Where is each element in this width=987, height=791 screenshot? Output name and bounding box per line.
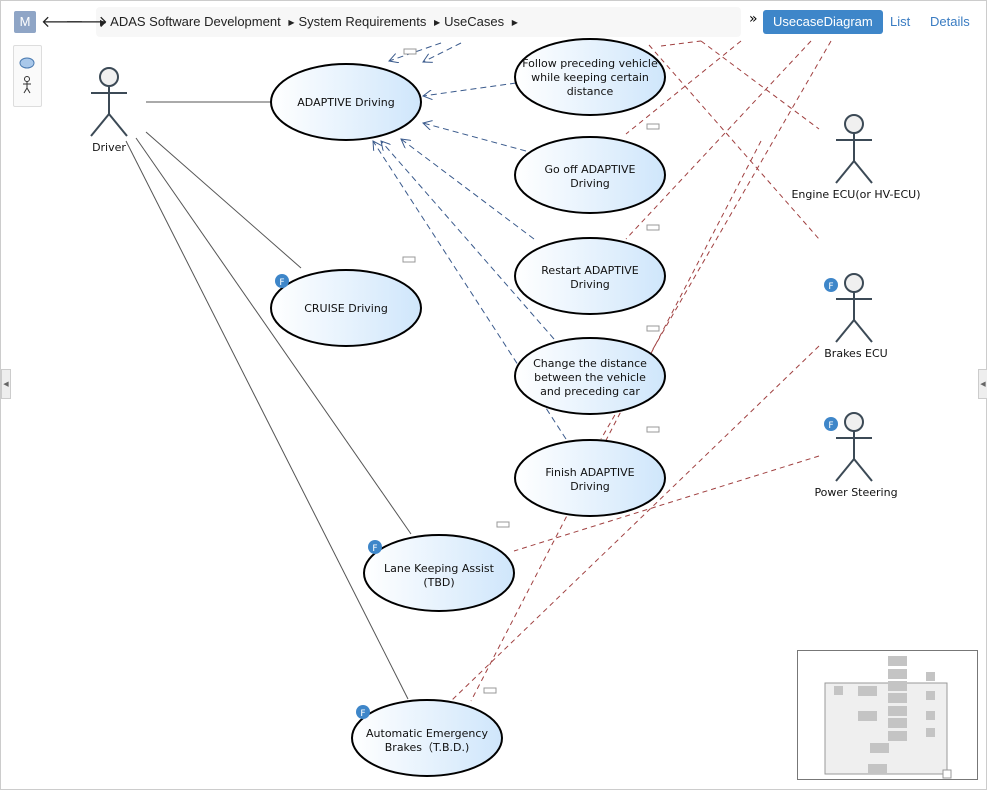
usecase-label: Change the distance: [533, 357, 647, 370]
usecase-label: and preceding car: [540, 385, 640, 398]
usecase-label: Driving: [570, 278, 610, 291]
usecase-label: Driving: [570, 177, 610, 190]
usecase-adaptive-driving[interactable]: ADAPTIVE Driving: [270, 63, 422, 141]
actor-brakes-ecu[interactable]: Brakes ECU: [824, 273, 888, 360]
usecase-tool-icon[interactable]: [19, 57, 35, 69]
model-button[interactable]: M: [14, 11, 36, 33]
usecase-label: Go off ADAPTIVE: [545, 163, 636, 176]
actor-power-steering[interactable]: Power Steering: [814, 412, 898, 499]
include-links: [373, 42, 567, 440]
usecase-label: Restart ADAPTIVE: [541, 264, 638, 277]
actor-label: Driver: [92, 141, 126, 154]
include-line[interactable]: [423, 123, 527, 152]
left-panel-toggle[interactable]: ◀: [1, 369, 11, 399]
minimap-resize-handle[interactable]: [942, 769, 952, 779]
svg-text:F: F: [828, 282, 833, 292]
back-arrow-icon[interactable]: 🡐: [41, 12, 84, 31]
actor-label: Brakes ECU: [824, 347, 887, 360]
chevron-right-icon: ▶: [288, 17, 295, 27]
include-line[interactable]: [423, 42, 462, 62]
include-line[interactable]: [389, 42, 442, 61]
f-badge-icon: F: [824, 417, 838, 431]
forward-arrow-icon[interactable]: 🡒: [65, 12, 108, 31]
more-button[interactable]: »: [749, 11, 758, 27]
chevron-right-icon: ▶: [433, 17, 441, 27]
association-line[interactable]: [145, 131, 302, 269]
usecase-label: Automatic Emergency: [366, 727, 488, 740]
tab-list[interactable]: List: [890, 14, 911, 29]
actor-links: [450, 40, 832, 702]
usecase-lane-keeping[interactable]: Lane Keeping Assist(TBD): [363, 534, 515, 612]
breadcrumb: ▶ADAS Software Development ▶System Requi…: [96, 7, 741, 37]
include-line[interactable]: [401, 139, 535, 240]
f-badge-icon: F: [824, 278, 838, 292]
include-line[interactable]: [373, 141, 567, 440]
breadcrumb-item[interactable]: ADAS Software Development: [110, 14, 281, 29]
chevron-right-icon[interactable]: ▶: [511, 17, 518, 27]
association-line[interactable]: [135, 137, 412, 535]
actor-tool-icon[interactable]: [23, 76, 31, 94]
svg-text:F: F: [279, 278, 284, 288]
include-line[interactable]: [423, 82, 517, 96]
dependency-line[interactable]: [700, 40, 820, 130]
svg-text:F: F: [828, 421, 833, 431]
usecase-label: Finish ADAPTIVE: [545, 466, 634, 479]
usecase-label: CRUISE Driving: [304, 302, 388, 315]
actor-driver[interactable]: Driver: [90, 67, 128, 154]
usecase-label: distance: [567, 85, 614, 98]
association-line[interactable]: [125, 140, 409, 700]
dependency-line[interactable]: [450, 345, 820, 702]
tab-usecase-diagram[interactable]: UsecaseDiagram: [763, 10, 883, 34]
usecase-label: (TBD): [423, 576, 454, 589]
usecase-label: while keeping certain: [531, 71, 649, 84]
usecase-label: Lane Keeping Assist: [384, 562, 495, 575]
usecase-label: between the vehicle: [534, 371, 646, 384]
link-labels: [402, 48, 660, 694]
dependency-line[interactable]: [660, 40, 702, 47]
f-badge-icon: F: [368, 540, 382, 554]
svg-text:F: F: [372, 544, 377, 554]
f-badges: F F F F F: [275, 274, 838, 719]
dependency-line[interactable]: [625, 40, 742, 135]
dependency-line[interactable]: [513, 455, 820, 552]
include-line[interactable]: [381, 141, 555, 340]
dependency-line[interactable]: [625, 40, 812, 240]
toolbar: M 🡐 🡒 ▶ADAS Software Development ▶System…: [1, 1, 987, 41]
usecase-label: Follow preceding vehicle: [522, 57, 658, 70]
associations: [125, 101, 412, 700]
dependency-line[interactable]: [600, 40, 832, 440]
actor-label: Power Steering: [814, 486, 897, 499]
dependency-line[interactable]: [648, 44, 820, 240]
chevron-right-icon: ▶: [100, 17, 107, 27]
usecase-label: Brakes（T.B.D.): [385, 741, 470, 754]
usecase-label: Driving: [570, 480, 610, 493]
breadcrumb-item[interactable]: UseCases: [444, 14, 505, 29]
f-badge-icon: F: [275, 274, 289, 288]
tab-details[interactable]: Details: [930, 14, 970, 29]
actor-label: Engine ECU(or HV-ECU): [791, 188, 920, 201]
dependency-line[interactable]: [470, 140, 762, 702]
breadcrumb-item[interactable]: System Requirements: [298, 14, 427, 29]
palette: [13, 45, 42, 107]
right-panel-toggle[interactable]: ◀: [978, 369, 987, 399]
svg-text:F: F: [360, 709, 365, 719]
usecase-cruise[interactable]: CRUISE Driving: [270, 269, 422, 347]
actor-engine-ecu[interactable]: Engine ECU(or HV-ECU): [791, 114, 921, 201]
usecase-label: ADAPTIVE Driving: [297, 96, 394, 109]
f-badge-icon: F: [356, 705, 370, 719]
minimap[interactable]: [797, 650, 978, 780]
